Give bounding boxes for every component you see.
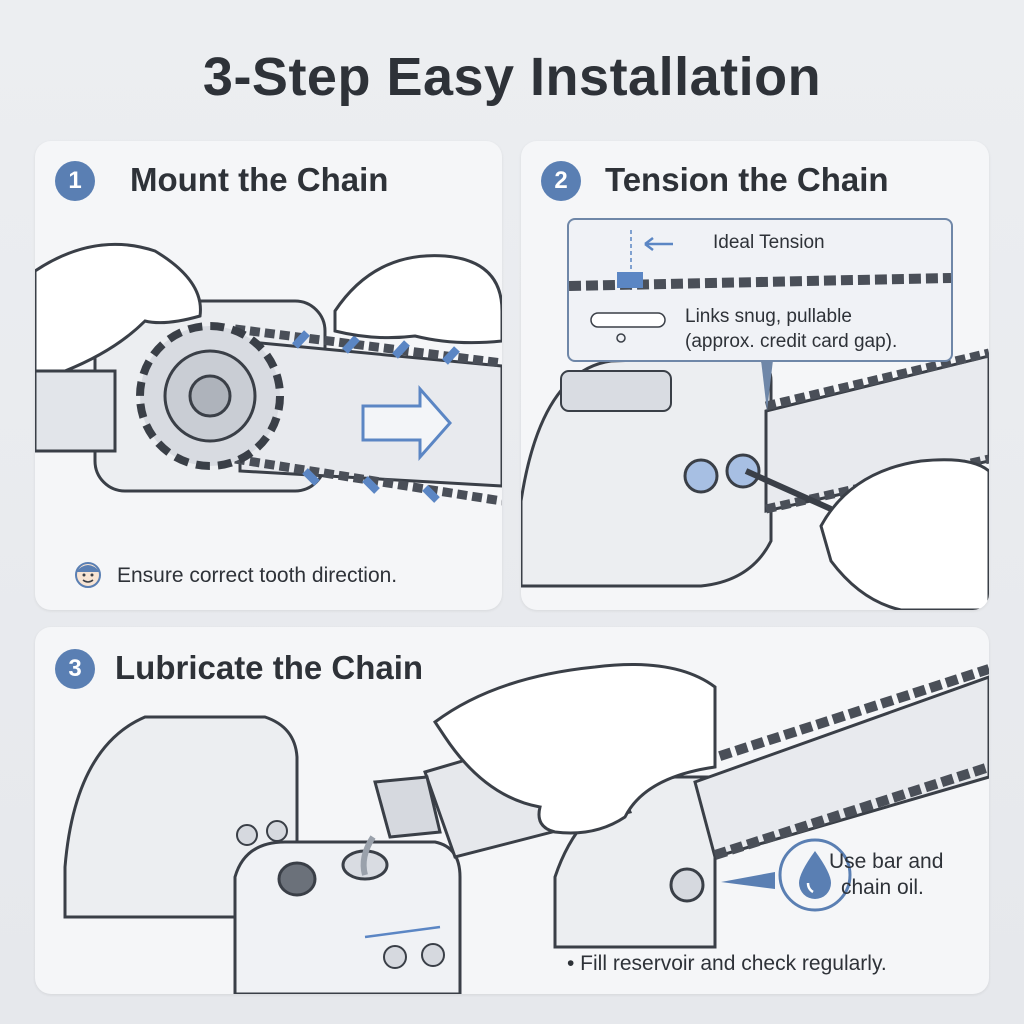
oil-note-line-2: chain oil. (841, 876, 924, 899)
oil-drop-icon (778, 838, 852, 912)
step-number-badge: 2 (541, 161, 581, 201)
direction-arrow-icon (361, 385, 453, 461)
mount-illustration (35, 242, 502, 506)
tension-arrow-icon (644, 237, 673, 251)
step-panel-mount: 1 Mount the Chain Ensure correct tooth d… (35, 141, 502, 610)
step-title: Lubricate the Chain (115, 649, 424, 686)
oil-note: Use bar and chain oil. (829, 849, 943, 901)
oil-note-line-1: Use bar and (829, 850, 944, 873)
callout-line-2: (approx. credit card gap). (685, 331, 898, 352)
callout-line-1: Links snug, pullable (685, 306, 852, 327)
step-number-badge: 1 (55, 161, 95, 201)
callout-diagram (569, 230, 951, 343)
tension-illustration (521, 348, 989, 610)
page-title: 3-Step Easy Installation (202, 47, 822, 107)
step-note: Ensure correct tooth direction. (117, 564, 398, 587)
step-panel-tension: 2 Tension the Chain Ideal Tension Links … (521, 141, 989, 610)
step-title: Tension the Chain (605, 161, 889, 198)
callout-heading: Ideal Tension (713, 232, 825, 253)
step-number-badge: 3 (55, 649, 95, 689)
lubricate-illustration (63, 663, 989, 994)
tension-callout: Ideal Tension Links snug, pullable (appr… (567, 218, 953, 362)
step-title: Mount the Chain (130, 161, 389, 198)
face-icon (75, 562, 101, 588)
step-note: • Fill reservoir and check regularly. (567, 952, 887, 975)
step-panel-lubricate: 3 Lubricate the Chain Use bar and chain … (35, 627, 989, 994)
